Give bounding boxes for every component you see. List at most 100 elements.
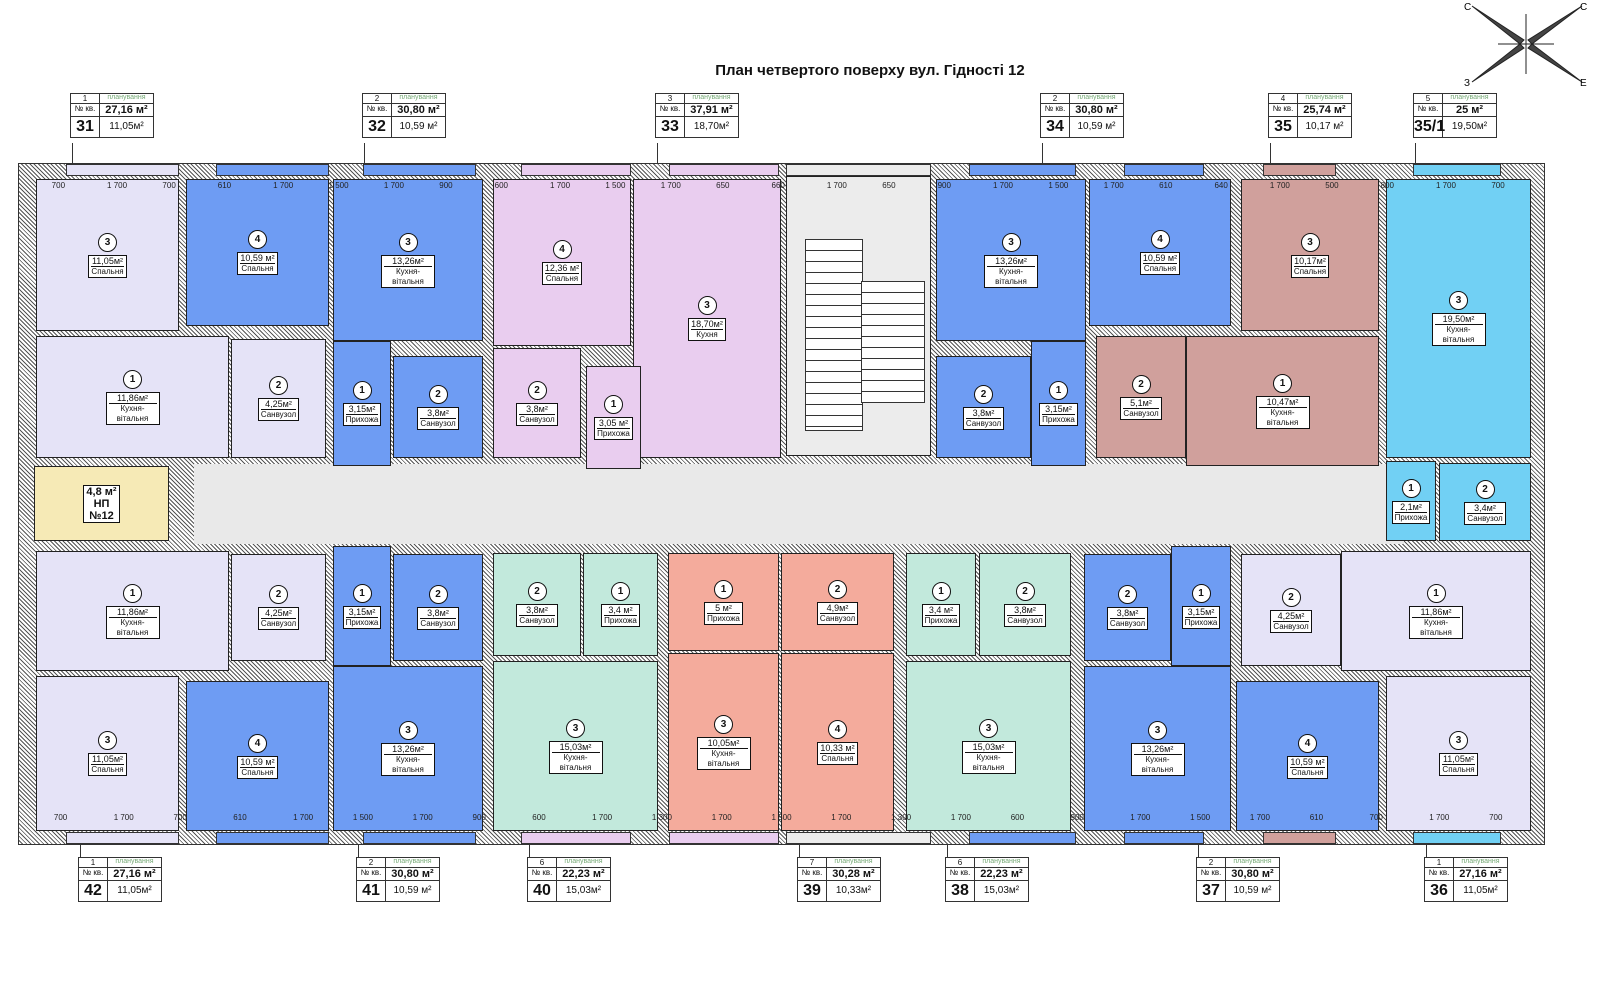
apartment-number: 33 (656, 117, 685, 137)
living-area: 10,59 м² (1233, 885, 1272, 896)
leader-line (799, 833, 800, 857)
apt-no-label: № кв. (79, 868, 108, 880)
room-name: Санвузол (519, 616, 555, 625)
room-number-badge: 2 (1015, 582, 1035, 601)
dimension-label: 610 (217, 181, 232, 190)
apt-no-label: № кв. (1414, 104, 1443, 116)
living-area: 11,05м² (109, 121, 144, 132)
room-area: 3,15м² (345, 404, 379, 415)
plan-type: 2 (363, 94, 392, 103)
room-number-badge: 1 (123, 369, 142, 389)
room-number-badge: 3 (98, 731, 117, 750)
dimension-label: 700 (1491, 181, 1505, 190)
room-name: Спальня (1293, 266, 1327, 276)
dimension-label: 610 (1159, 181, 1173, 190)
room-number-badge: 2 (1118, 585, 1137, 604)
room-number-badge: 4 (1150, 230, 1170, 249)
plan-label: планування (1233, 858, 1272, 865)
dimension-label: 600 (1010, 813, 1025, 822)
dimension-label: 1 300 (891, 813, 912, 822)
room-number-badge: 3 (1300, 232, 1320, 252)
total-area: 25,74 м² (1303, 104, 1346, 116)
room-area: 3,8м² (1109, 608, 1146, 619)
room-number-badge: 2 (269, 585, 288, 604)
plan-label: планування (564, 858, 603, 865)
room-name: Прихожа (924, 616, 958, 625)
room-name: Кухня-вітальня (707, 748, 740, 768)
room-number-badge: 4 (248, 733, 267, 753)
room-number-badge: 1 (1049, 381, 1068, 400)
apt-no-label: № кв. (357, 868, 386, 880)
room-number-badge: 1 (1191, 583, 1211, 603)
room-name: Санвузол (420, 619, 456, 628)
living-area: 11,05м² (117, 885, 152, 896)
apt-no-label: № кв. (528, 868, 557, 880)
living-area: 19,50м² (1451, 121, 1488, 132)
room-area: 3,15м² (1184, 607, 1218, 618)
room-name: Кухня-вітальня (1442, 325, 1475, 344)
room-area: 3,4 м² (604, 605, 637, 616)
dimension-label: 1 700 (950, 813, 971, 822)
staircase (786, 176, 931, 456)
window (66, 832, 179, 844)
dimension-label: 1 500 (352, 813, 373, 822)
dimension-label: 1 700 (1269, 181, 1290, 190)
living-area: 10,59 м² (393, 885, 432, 896)
dimension-label: 1 500 (1190, 813, 1211, 822)
plan-type: 6 (946, 858, 975, 867)
room-area: 13,26м² (1133, 744, 1182, 755)
room-name: Санвузол (420, 418, 456, 428)
room-name: Прихожа (1042, 415, 1075, 424)
room-area: 3,05 м² (597, 418, 630, 429)
total-area: 30,28 м² (832, 868, 875, 880)
plan-label: планування (1450, 94, 1489, 101)
living-area: 10,17 м² (1305, 121, 1344, 132)
compass-letter: Е (1580, 78, 1587, 88)
room-number-badge: 3 (1449, 731, 1468, 750)
room-number-badge: 3 (398, 232, 418, 252)
plan-label: планування (834, 858, 873, 865)
room-name: Кухня-вітальня (1420, 617, 1452, 637)
total-area: 25 м² (1455, 104, 1484, 116)
room-area: 3,8м² (519, 404, 555, 415)
room-area: 12,36 м² (544, 263, 580, 274)
window (521, 832, 631, 844)
plan-type: 4 (1269, 94, 1298, 103)
dimension-label: 1 700 (383, 181, 404, 190)
dimension-label: 1 700 (107, 181, 128, 190)
room-area: 19,50м² (1434, 314, 1483, 325)
room-area: 4,25м² (260, 608, 297, 619)
